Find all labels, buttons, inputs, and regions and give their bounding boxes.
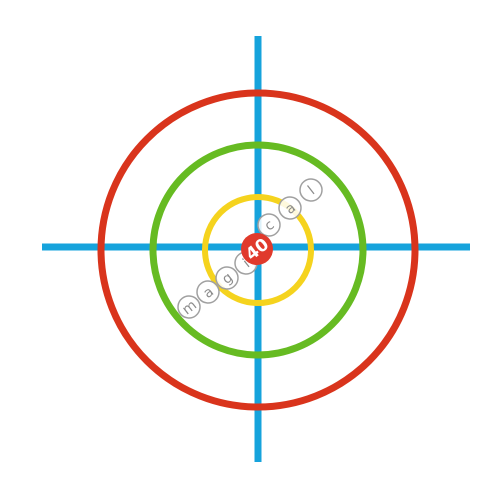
- word-tile-frame: [196, 280, 220, 304]
- word-tile: c: [257, 213, 281, 237]
- center-marker: 40: [241, 233, 273, 265]
- word-tile: m: [177, 295, 201, 319]
- word-tile: l: [299, 178, 323, 202]
- middle-ring: [149, 141, 367, 359]
- word-tile-frame: [257, 213, 281, 237]
- word-tile-frame: [278, 196, 302, 220]
- word-tile: a: [278, 196, 302, 220]
- center-marker-circle: [241, 233, 273, 265]
- inner-ring: [202, 194, 314, 306]
- word-tile: i: [234, 251, 258, 275]
- word-tile: g: [215, 266, 239, 290]
- word-tile-frame: [215, 266, 239, 290]
- word-tile-frame: [177, 295, 201, 319]
- word-tile-frame: [299, 178, 323, 202]
- word-tile: a: [196, 280, 220, 304]
- outer-ring: [97, 89, 419, 411]
